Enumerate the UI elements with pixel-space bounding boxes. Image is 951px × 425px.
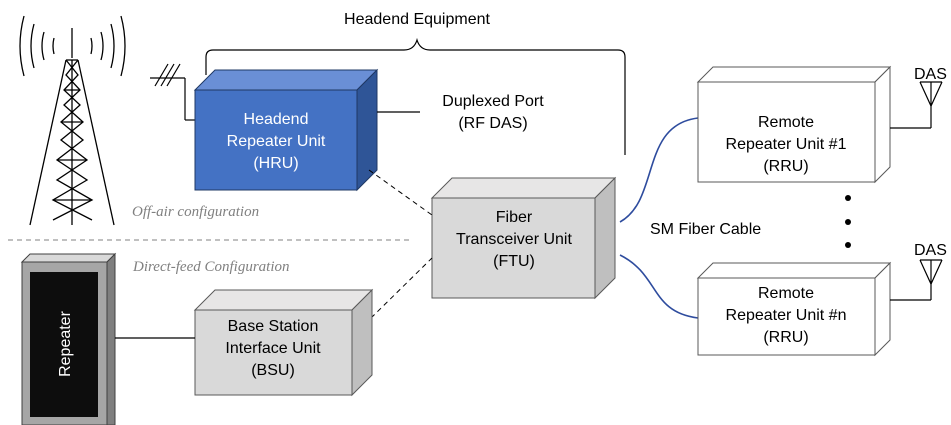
rru-1-label-3: (RRU) xyxy=(763,158,808,175)
rru-n-label-1: Remote xyxy=(758,285,814,302)
ftu-label-3: (FTU) xyxy=(493,253,535,270)
ellipsis-dot-1 xyxy=(845,195,851,201)
rru-n-box xyxy=(696,261,892,357)
rru-n-label-2: Repeater Unit #n xyxy=(726,307,847,324)
rru-1-box xyxy=(696,65,892,184)
das-label-top: DAS xyxy=(914,66,947,83)
ftu-box xyxy=(430,176,617,300)
direct-feed-label: Direct-feed Configuration xyxy=(132,259,290,275)
ftu-label-1: Fiber xyxy=(496,209,533,226)
hru-label-3: (HRU) xyxy=(253,155,298,172)
repeater-cabinet xyxy=(20,252,117,425)
ellipsis-dot-3 xyxy=(845,242,851,248)
headend-brace xyxy=(205,37,626,155)
bsu-label-2: Interface Unit xyxy=(225,340,321,357)
rru-n-label-3: (RRU) xyxy=(763,329,808,346)
fiber-label: SM Fiber Cable xyxy=(650,221,761,238)
rru-1-label-1: Remote xyxy=(758,114,814,131)
hru-label-1: Headend xyxy=(244,111,309,128)
bsu-box xyxy=(193,288,374,397)
bsu-label-3: (BSU) xyxy=(251,362,295,379)
hru-ftu-link xyxy=(368,169,433,216)
tower-icon xyxy=(19,15,126,226)
das-label-bottom: DAS xyxy=(914,242,947,259)
ftu-label-2: Transceiver Unit xyxy=(456,231,572,248)
hru-box xyxy=(193,68,379,192)
duplexed-port-label-2: (RF DAS) xyxy=(458,115,527,132)
off-air-label: Off-air configuration xyxy=(132,204,259,220)
fiber-cable-n xyxy=(619,254,699,319)
duplexed-port-label-1: Duplexed Port xyxy=(442,93,544,110)
fiber-cable-1 xyxy=(619,117,699,223)
hru-label-2: Repeater Unit xyxy=(227,133,326,150)
bsu-label-1: Base Station xyxy=(228,318,319,335)
headend-title: Headend Equipment xyxy=(344,11,490,28)
ellipsis-dot-2 xyxy=(845,219,851,225)
das-antenna-bottom-icon xyxy=(890,259,943,301)
off-air-antenna-icon xyxy=(150,63,200,121)
repeater-label: Repeater xyxy=(57,310,74,376)
bsu-ftu-link xyxy=(370,257,433,319)
das-antenna-top-icon xyxy=(890,81,943,129)
rru-1-label-2: Repeater Unit #1 xyxy=(726,136,847,153)
